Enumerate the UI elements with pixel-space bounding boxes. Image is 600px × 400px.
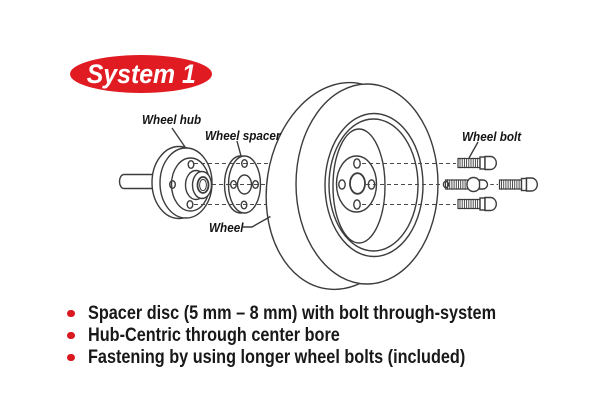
wheel-hub-label: Wheel hub	[142, 112, 202, 127]
wheel-label: Wheel	[209, 220, 244, 235]
feature-list: Spacer disc (5 mm – 8 mm) with bolt thro…	[67, 303, 565, 369]
wheel-hub-leader	[171, 127, 186, 148]
wheel-bolt-bottom	[457, 196, 497, 212]
bullet-dot	[67, 353, 75, 362]
wheel-bolt-leader	[468, 141, 479, 159]
wheel-spacer-leader	[236, 140, 242, 157]
feature-item: Spacer disc (5 mm – 8 mm) with bolt thro…	[67, 303, 565, 325]
bullet-dot	[67, 309, 75, 318]
feature-item: Fastening by using longer wheel bolts (i…	[67, 347, 565, 369]
alignment-dashes-left	[194, 162, 270, 206]
feature-text: Fastening by using longer wheel bolts (i…	[88, 347, 466, 368]
wheel-bolt-label: Wheel bolt	[462, 129, 522, 144]
bullet-dot	[67, 331, 75, 340]
wheel-drawing	[265, 81, 439, 291]
feature-item: Hub-Centric through center bore	[67, 325, 565, 347]
system-badge-label: System 1	[86, 58, 196, 89]
wheel-bolt-middle-near	[442, 176, 489, 193]
leader-lines	[171, 127, 479, 228]
wheel-spacer-label: Wheel spacer	[205, 128, 281, 143]
feature-text: Spacer disc (5 mm – 8 mm) with bolt thro…	[88, 303, 497, 324]
feature-text: Hub-Centric through center bore	[88, 325, 340, 346]
wheel-hub-drawing	[151, 145, 213, 220]
axle-shaft	[118, 173, 158, 190]
wheel-leader	[243, 215, 271, 228]
wheel-bolt-top	[457, 155, 497, 171]
wheel-bolt-middle-far	[498, 177, 538, 192]
system-badge: System 1	[70, 55, 212, 93]
